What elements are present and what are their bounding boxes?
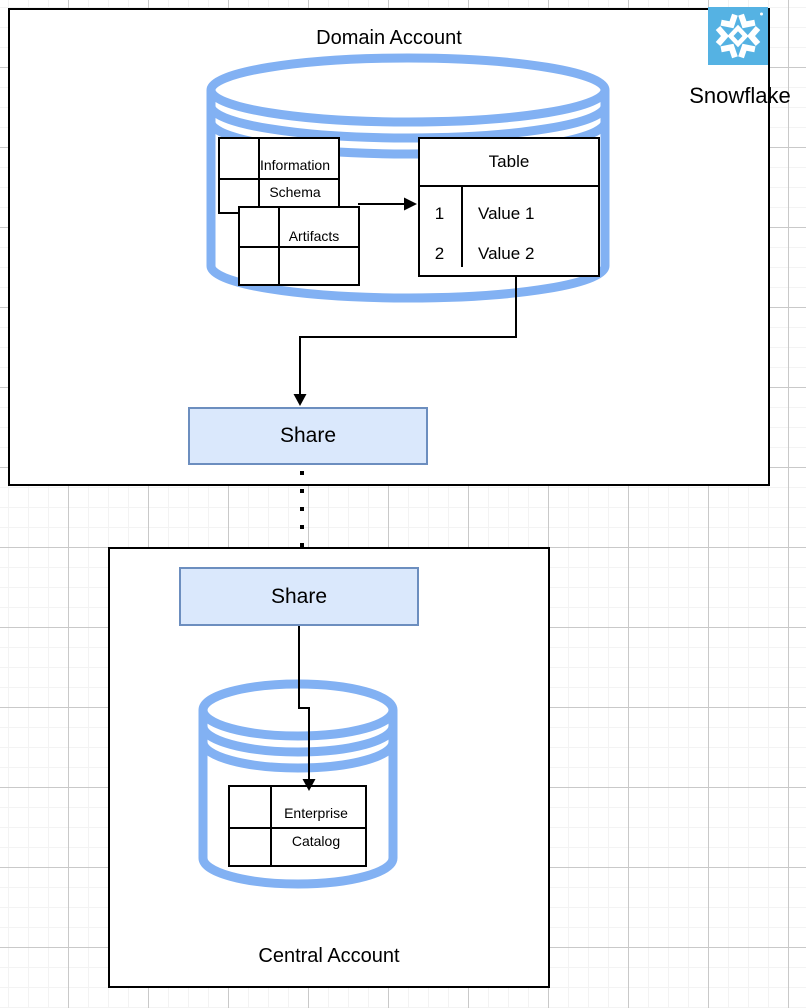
information-schema-label-line2: Schema: [269, 184, 321, 200]
artifacts-table[interactable]: Artifacts: [238, 206, 360, 286]
central-share-box[interactable]: Share: [179, 567, 419, 626]
snowflake-logo-icon[interactable]: [708, 7, 768, 65]
value-table[interactable]: Table 1 Value 1 2 Value 2: [418, 137, 600, 277]
central-share-label: Share: [270, 584, 328, 608]
value-table-row1-value: Value 1: [478, 204, 535, 223]
enterprise-catalog-column-divider: [270, 787, 272, 865]
enterprise-catalog-table[interactable]: Enterprise Catalog: [228, 785, 367, 867]
domain-share-label: Share: [279, 424, 337, 447]
enterprise-catalog-label-line2: Catalog: [291, 833, 341, 849]
central-account-title: Central Account: [258, 945, 400, 967]
artifacts-row-divider: [240, 246, 358, 248]
domain-account-title: Domain Account: [316, 27, 462, 49]
value-table-row2-value: Value 2: [478, 244, 535, 263]
information-schema-table[interactable]: Information Schema: [218, 137, 340, 214]
value-table-column-divider: [461, 185, 463, 267]
value-table-row2-id: 2: [434, 244, 445, 263]
value-table-row1-id: 1: [434, 204, 445, 223]
artifacts-label: Artifacts: [288, 228, 340, 244]
domain-share-box[interactable]: Share: [188, 407, 428, 465]
snowflake-label: Snowflake: [689, 83, 791, 108]
value-table-header: Table: [420, 139, 598, 187]
enterprise-catalog-row-divider: [230, 827, 365, 829]
snowflake-logo-background: [708, 7, 768, 65]
information-schema-row-divider: [220, 178, 338, 180]
information-schema-column-divider: [258, 139, 260, 212]
information-schema-label-line1: Information: [259, 157, 331, 173]
enterprise-catalog-label-line1: Enterprise: [284, 805, 348, 821]
